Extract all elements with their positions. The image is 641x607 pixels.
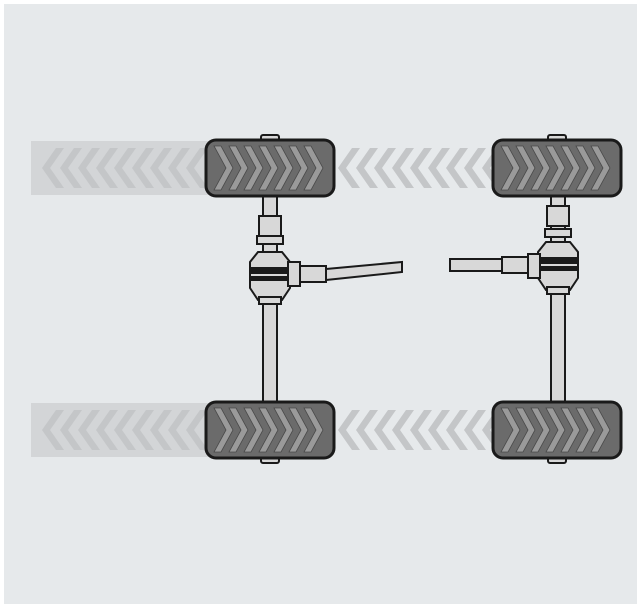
tread-chevron xyxy=(258,145,279,191)
track-chevron xyxy=(114,410,136,450)
tread-chevron xyxy=(258,407,279,453)
cv-joint-upper-ring xyxy=(256,235,284,245)
track-chevron xyxy=(356,410,378,450)
wheel-rear-right xyxy=(491,400,623,464)
track-chevron xyxy=(60,410,82,450)
track-chevron xyxy=(168,410,190,450)
track-chevron xyxy=(338,148,360,188)
tread-chevron xyxy=(515,407,536,453)
driveshaft-flange xyxy=(287,261,301,287)
track-chevron xyxy=(374,148,396,188)
background xyxy=(4,4,637,604)
tread-chevron xyxy=(500,145,521,191)
wheel-rear-left xyxy=(204,400,336,464)
tread-chevron xyxy=(545,145,566,191)
tire xyxy=(491,400,623,460)
tread-chevron xyxy=(530,407,551,453)
wheel-front-left xyxy=(204,134,336,198)
track-chevron xyxy=(42,410,64,450)
tread-chevron xyxy=(560,145,581,191)
track-top xyxy=(31,141,504,195)
tread-chevron xyxy=(560,407,581,453)
tread-chevron xyxy=(530,145,551,191)
driveshaft-yoke xyxy=(299,265,327,283)
tread-chevron xyxy=(590,407,611,453)
chevron-trail-top-left xyxy=(42,148,208,188)
track-chevron xyxy=(186,148,208,188)
tire xyxy=(204,400,336,460)
tread-chevron xyxy=(213,407,234,453)
driveshaft xyxy=(449,258,503,272)
tread-chevron xyxy=(575,145,596,191)
cv-joint-lower-ring xyxy=(258,296,282,305)
tread-chevron xyxy=(273,145,294,191)
chevron-trail-bottom-left xyxy=(42,410,208,450)
axle-shaft-lower xyxy=(262,299,278,405)
tire xyxy=(491,138,623,198)
track-chevron xyxy=(78,410,100,450)
track-chevron xyxy=(60,148,82,188)
track-chevron xyxy=(464,148,486,188)
wheel-front-right xyxy=(491,134,623,198)
track-chevron xyxy=(338,410,360,450)
track-chevron xyxy=(132,148,154,188)
tread-chevron xyxy=(515,145,536,191)
track-chevron xyxy=(446,148,468,188)
track-chevron xyxy=(356,148,378,188)
differential-band-2 xyxy=(537,266,579,271)
track-chevron xyxy=(186,410,208,450)
track-chevron xyxy=(410,410,432,450)
tread-chevron xyxy=(575,407,596,453)
track-chevron xyxy=(428,410,450,450)
driveshaft-flange xyxy=(527,253,541,279)
right-axle xyxy=(449,194,579,405)
tread-chevron xyxy=(213,145,234,191)
track-chevron xyxy=(446,410,468,450)
tread-chevron xyxy=(228,407,249,453)
track-chevron xyxy=(464,410,486,450)
cv-joint-upper-ring xyxy=(544,228,572,238)
track-chevron xyxy=(392,148,414,188)
driveshaft-yoke xyxy=(501,256,529,274)
tread-chevron xyxy=(500,407,521,453)
track-chevron xyxy=(96,410,118,450)
track-chevron xyxy=(168,148,190,188)
tread-chevron xyxy=(303,145,324,191)
track-chevron xyxy=(42,148,64,188)
left-axle xyxy=(249,194,403,405)
track-chevron xyxy=(410,148,432,188)
differential-band-1 xyxy=(249,267,291,274)
track-chevron xyxy=(428,148,450,188)
tread-chevron xyxy=(545,407,566,453)
driveshaft xyxy=(325,260,403,282)
cv-joint-upper xyxy=(258,215,282,237)
track-chevron xyxy=(114,148,136,188)
tread-chevron xyxy=(303,407,324,453)
track-chevron xyxy=(132,410,154,450)
tire xyxy=(204,138,336,198)
differential-band-1 xyxy=(537,257,579,264)
track-chevron xyxy=(374,410,396,450)
wheels xyxy=(204,134,623,464)
tread-chevron xyxy=(288,145,309,191)
track-chevron xyxy=(96,148,118,188)
track-bottom xyxy=(31,403,504,457)
track-chevron xyxy=(392,410,414,450)
cv-joint-upper xyxy=(546,205,570,227)
cv-joint-lower-ring xyxy=(546,286,570,295)
tread-chevron xyxy=(273,407,294,453)
tread-chevron xyxy=(243,407,264,453)
axle-shaft-lower xyxy=(550,291,566,405)
track-chevron xyxy=(150,410,172,450)
tread-chevron xyxy=(590,145,611,191)
tread-chevron xyxy=(243,145,264,191)
track-chevron xyxy=(150,148,172,188)
tread-chevron xyxy=(228,145,249,191)
differential-band-2 xyxy=(249,276,291,281)
tread-chevron xyxy=(288,407,309,453)
track-chevron xyxy=(78,148,100,188)
